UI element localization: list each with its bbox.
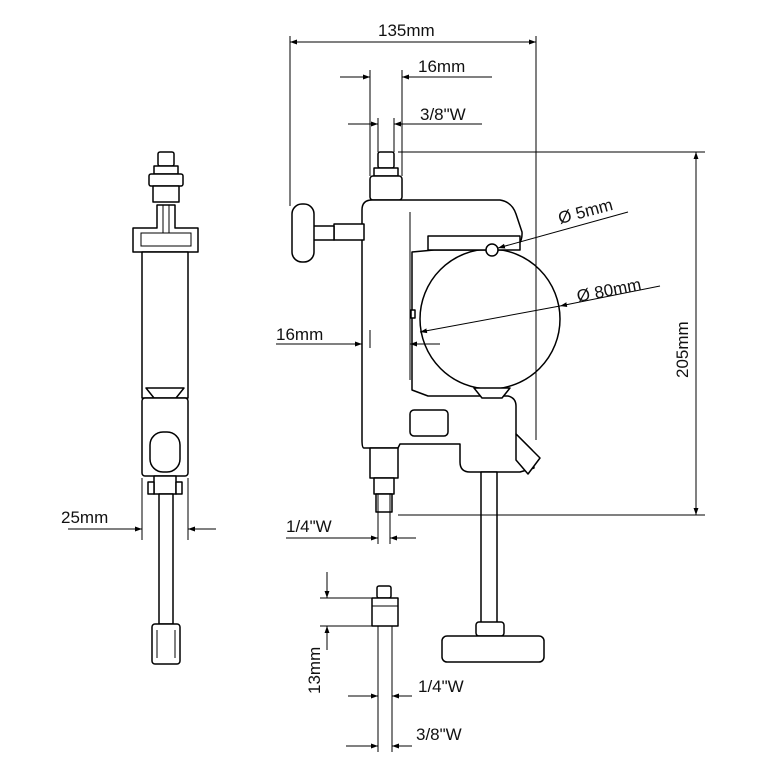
- label-side-width: 25mm: [61, 508, 108, 527]
- label-clamp-diameter: Ø 80mm: [575, 275, 643, 306]
- dim-adapter-height: [320, 572, 372, 650]
- dim-total-width: [289, 36, 537, 440]
- label-pin-diameter: Ø 5mm: [556, 195, 615, 228]
- side-view: [132, 151, 199, 665]
- front-view: [291, 151, 561, 663]
- label-top-spigot: 16mm: [418, 57, 465, 76]
- label-adapter-thread-large: 3/8"W: [416, 725, 462, 744]
- dim-clamp-diameter: [419, 285, 661, 334]
- label-adapter-height: 13mm: [305, 647, 324, 694]
- dim-total-height: [398, 151, 705, 516]
- dim-rod-width: [276, 330, 440, 348]
- label-rod-width: 16mm: [276, 325, 323, 344]
- dim-top-spigot: [340, 70, 492, 176]
- label-total-height: 205mm: [673, 321, 692, 378]
- label-top-thread: 3/8"W: [420, 105, 466, 124]
- label-total-width: 135mm: [378, 21, 435, 40]
- dim-pin-diameter: [497, 211, 629, 249]
- label-bottom-thread: 1/4"W: [286, 517, 332, 536]
- thread-adapter: [371, 585, 399, 752]
- dim-bottom-thread: [286, 494, 416, 544]
- dim-top-thread: [348, 118, 482, 152]
- dim-side-width: [68, 478, 216, 540]
- label-adapter-thread-small: 1/4"W: [418, 677, 464, 696]
